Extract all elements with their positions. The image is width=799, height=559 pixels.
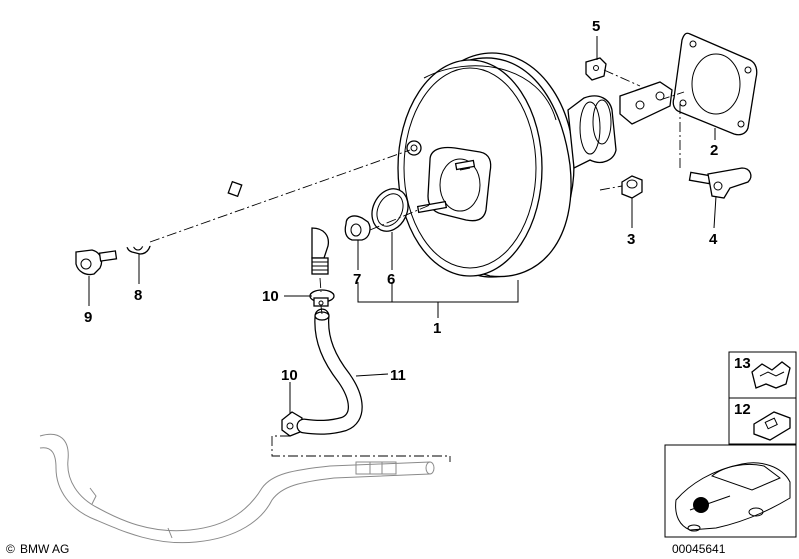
inset-callout-12: 12 [734, 401, 751, 418]
callout-4[interactable]: 4 [709, 231, 718, 248]
clevis-bracket-part-5[interactable] [585, 57, 673, 125]
callout-10-upper[interactable]: 10 [262, 288, 279, 305]
leader-lines [88, 36, 717, 414]
callout-8[interactable]: 8 [134, 287, 142, 304]
callout-11[interactable]: 11 [390, 367, 406, 384]
bolt-clip-part-4[interactable] [688, 167, 752, 199]
inset-callout-13: 13 [734, 355, 751, 372]
nut-part-3[interactable] [621, 175, 643, 199]
hose-clamp-upper-part-10[interactable] [309, 289, 335, 307]
vacuum-line-part-9[interactable] [75, 165, 330, 276]
grommet-part-7[interactable] [344, 215, 371, 241]
diagram-number: 00045641 [672, 542, 726, 556]
callout-2[interactable]: 2 [710, 142, 718, 159]
location-marker-icon [693, 497, 709, 513]
callout-numbers: 5 2 3 4 7 6 1 8 9 10 10 11 [84, 18, 718, 384]
gasket-part-2[interactable] [672, 32, 758, 136]
vehicle-locator-inset [664, 444, 797, 538]
callout-5[interactable]: 5 [592, 18, 600, 35]
callout-10-lower[interactable]: 10 [281, 367, 298, 384]
brake-booster[interactable] [397, 52, 617, 278]
callout-3[interactable]: 3 [627, 231, 635, 248]
inset-part-12[interactable]: 12 [728, 397, 797, 445]
intake-manifold-context [39, 433, 435, 544]
inset-part-13[interactable]: 13 [728, 351, 797, 399]
callout-9[interactable]: 9 [84, 309, 92, 326]
vacuum-hose-part-11[interactable] [296, 308, 363, 435]
callout-6[interactable]: 6 [387, 271, 395, 288]
copyright-symbol: © [6, 542, 15, 556]
callout-1[interactable]: 1 [433, 320, 441, 337]
o-ring-part-6[interactable] [365, 183, 414, 237]
callout-7[interactable]: 7 [353, 271, 361, 288]
brand-label: BMW AG [20, 542, 69, 556]
assembly-lines [149, 69, 685, 462]
